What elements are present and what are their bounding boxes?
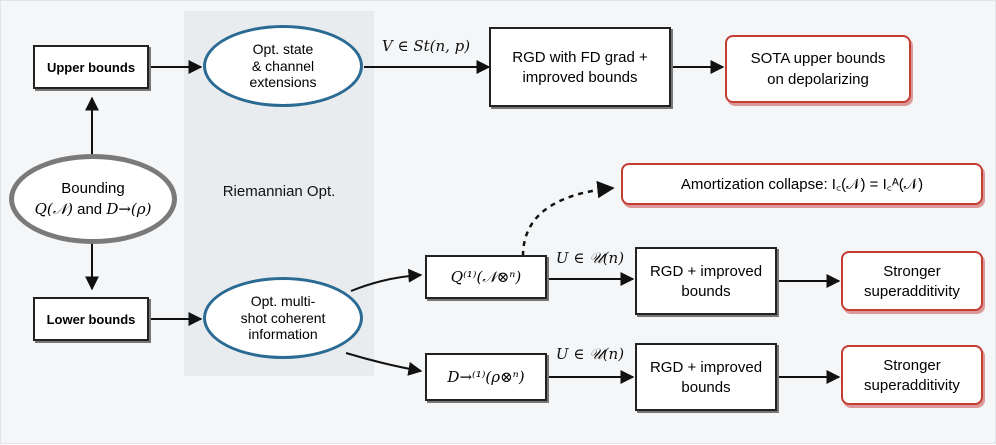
rgd-1-line2: bounds	[681, 282, 731, 300]
stronger-1-line2: superadditivity	[864, 282, 960, 300]
stronger-box-1: Stronger superadditivity	[841, 251, 983, 311]
rgd-1-line1: RGD + improved	[649, 262, 763, 280]
q-formula-box: Q⁽¹⁾(𝒩⊗ⁿ)	[425, 255, 547, 299]
rgd-fd-line1: RGD with FD grad +	[512, 48, 648, 66]
sota-line2: on depolarizing	[767, 71, 869, 88]
opt-state-line2: & channel	[251, 57, 315, 74]
rgd-fd-box: RGD with FD grad + improved bounds	[489, 27, 671, 107]
opt-multishot-line2: shot coherent	[240, 309, 326, 326]
opt-multishot-node: Opt. multi- shot coherent information	[203, 277, 363, 359]
rgd-2-line2: bounds	[681, 378, 731, 396]
bounding-d: D→(ρ)	[106, 200, 152, 218]
q-formula-text: Q⁽¹⁾(𝒩⊗ⁿ)	[450, 268, 522, 286]
bounding-node: Bounding Q(𝒩) and D→(ρ)	[9, 154, 177, 244]
opt-state-node: Opt. state & channel extensions	[203, 25, 363, 107]
unitary-label-1: U ∈ 𝒰(n)	[555, 249, 625, 267]
d-formula-text: D→⁽¹⁾(ρ⊗ⁿ)	[447, 368, 525, 386]
amortization-text: Amortization collapse: I꜀(𝒩) = I꜀ᴬ(𝒩)	[680, 176, 924, 193]
rgd-box-2: RGD + improved bounds	[635, 343, 777, 411]
upper-bounds-box: Upper bounds	[33, 45, 149, 89]
stronger-2-line2: superadditivity	[864, 376, 960, 394]
bounding-line2: Q(𝒩) and D→(ρ)	[35, 200, 152, 218]
upper-bounds-label: Upper bounds	[46, 59, 136, 75]
opt-multishot-line1: Opt. multi-	[250, 292, 316, 309]
stronger-1-line1: Stronger	[883, 262, 941, 280]
lower-bounds-box: Lower bounds	[33, 297, 149, 341]
rgd-box-1: RGD + improved bounds	[635, 247, 777, 315]
stiefel-label: V ∈ St(n, p)	[381, 37, 471, 55]
bounding-and: and	[72, 201, 107, 218]
amortization-box: Amortization collapse: I꜀(𝒩) = I꜀ᴬ(𝒩)	[621, 163, 983, 205]
bounding-line1: Bounding	[61, 180, 125, 197]
edge-multishot-to-d	[345, 352, 423, 376]
rgd-2-line1: RGD + improved	[649, 358, 763, 376]
d-formula-box: D→⁽¹⁾(ρ⊗ⁿ)	[425, 353, 547, 401]
opt-state-line1: Opt. state	[252, 40, 314, 57]
unitary-label-2: U ∈ 𝒰(n)	[555, 345, 625, 363]
sota-box: SOTA upper bounds on depolarizing	[725, 35, 911, 103]
edge-q-to-amortization-dashed	[521, 180, 615, 257]
sota-line1: SOTA upper bounds	[750, 50, 886, 67]
riemannian-label: Riemannian Opt.	[222, 183, 336, 200]
lower-bounds-label: Lower bounds	[46, 311, 136, 327]
bounding-q: Q(𝒩)	[34, 200, 73, 218]
opt-state-line3: extensions	[249, 74, 317, 91]
edge-multishot-to-q	[350, 268, 423, 292]
stronger-box-2: Stronger superadditivity	[841, 345, 983, 405]
stronger-2-line1: Stronger	[883, 356, 941, 374]
rgd-fd-line2: improved bounds	[522, 68, 638, 86]
opt-multishot-line3: information	[248, 326, 318, 343]
